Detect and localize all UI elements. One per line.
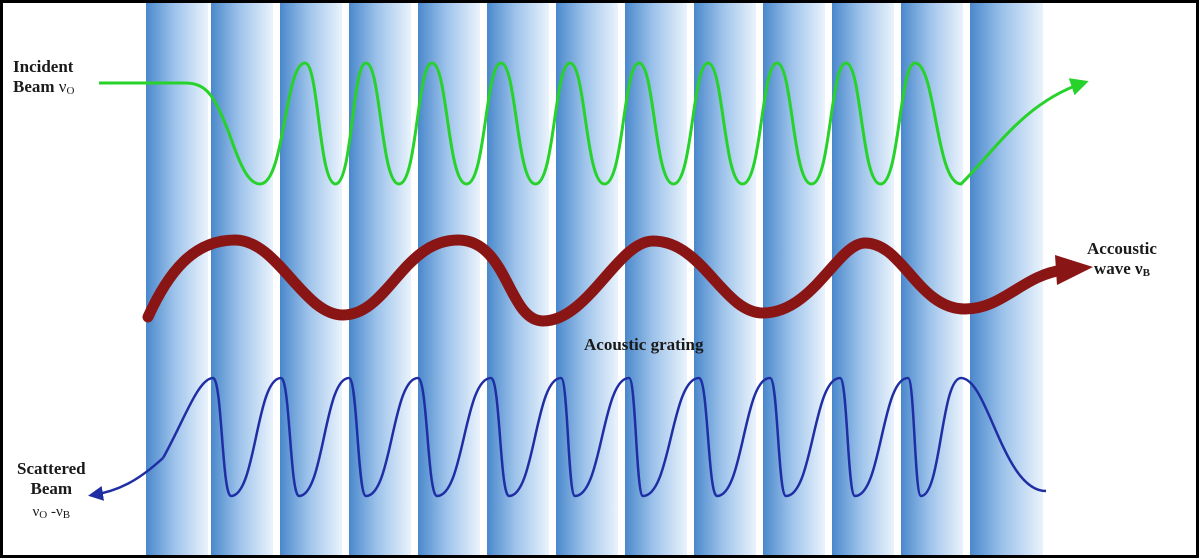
acoustic-wave-label: Accoustic wave νB: [1087, 239, 1157, 279]
scattered-beam-arrow: [88, 457, 164, 501]
acoustic-wave-arrowhead: [1055, 255, 1093, 285]
acoustic-wave-curve: [142, 234, 1069, 327]
incident-label-line2: Beam: [13, 76, 55, 96]
grating-stripe: [694, 3, 756, 555]
scattered-freq-formula: νO -νB: [17, 504, 86, 522]
scattered-label-line2: Beam: [30, 478, 73, 498]
incident-label-line1: Incident: [13, 57, 74, 76]
incident-freq-sub: O: [66, 84, 75, 97]
scattered-freq-sub-b: B: [62, 509, 71, 522]
incident-freq-symbol: ν: [58, 76, 67, 96]
acoustic-grating-label: Acoustic grating: [584, 335, 704, 354]
acoustic-freq-sub: B: [1142, 266, 1150, 279]
grating-stripe: [418, 3, 480, 555]
scattered-label-line1: Scattered: [17, 459, 86, 478]
incident-beam-label: Incident Beam νO: [13, 57, 74, 97]
scattered-freq-op: -: [47, 504, 56, 521]
acoustic-label-line2: wave: [1093, 258, 1131, 278]
scattered-freq-b: ν: [55, 504, 63, 521]
grating-stripe: [625, 3, 687, 555]
grating-stripe: [487, 3, 549, 555]
incident-beam-curve: [99, 61, 1089, 186]
acousto-optic-diagram: [88, 3, 1093, 555]
acoustic-freq-symbol: ν: [1135, 258, 1143, 278]
scattered-freq-sub-a: O: [39, 509, 48, 522]
grating-stripe: [832, 3, 894, 555]
grating-stripe: [211, 3, 273, 555]
acoustic-label-line1: Accoustic: [1087, 239, 1157, 258]
scattered-beam-curve: [161, 376, 1047, 498]
scattered-beam-label: Scattered Beam νO -νB: [17, 459, 86, 522]
scattered-freq-a: ν: [32, 504, 40, 521]
acoustic-grating-stripes: [146, 3, 1043, 555]
